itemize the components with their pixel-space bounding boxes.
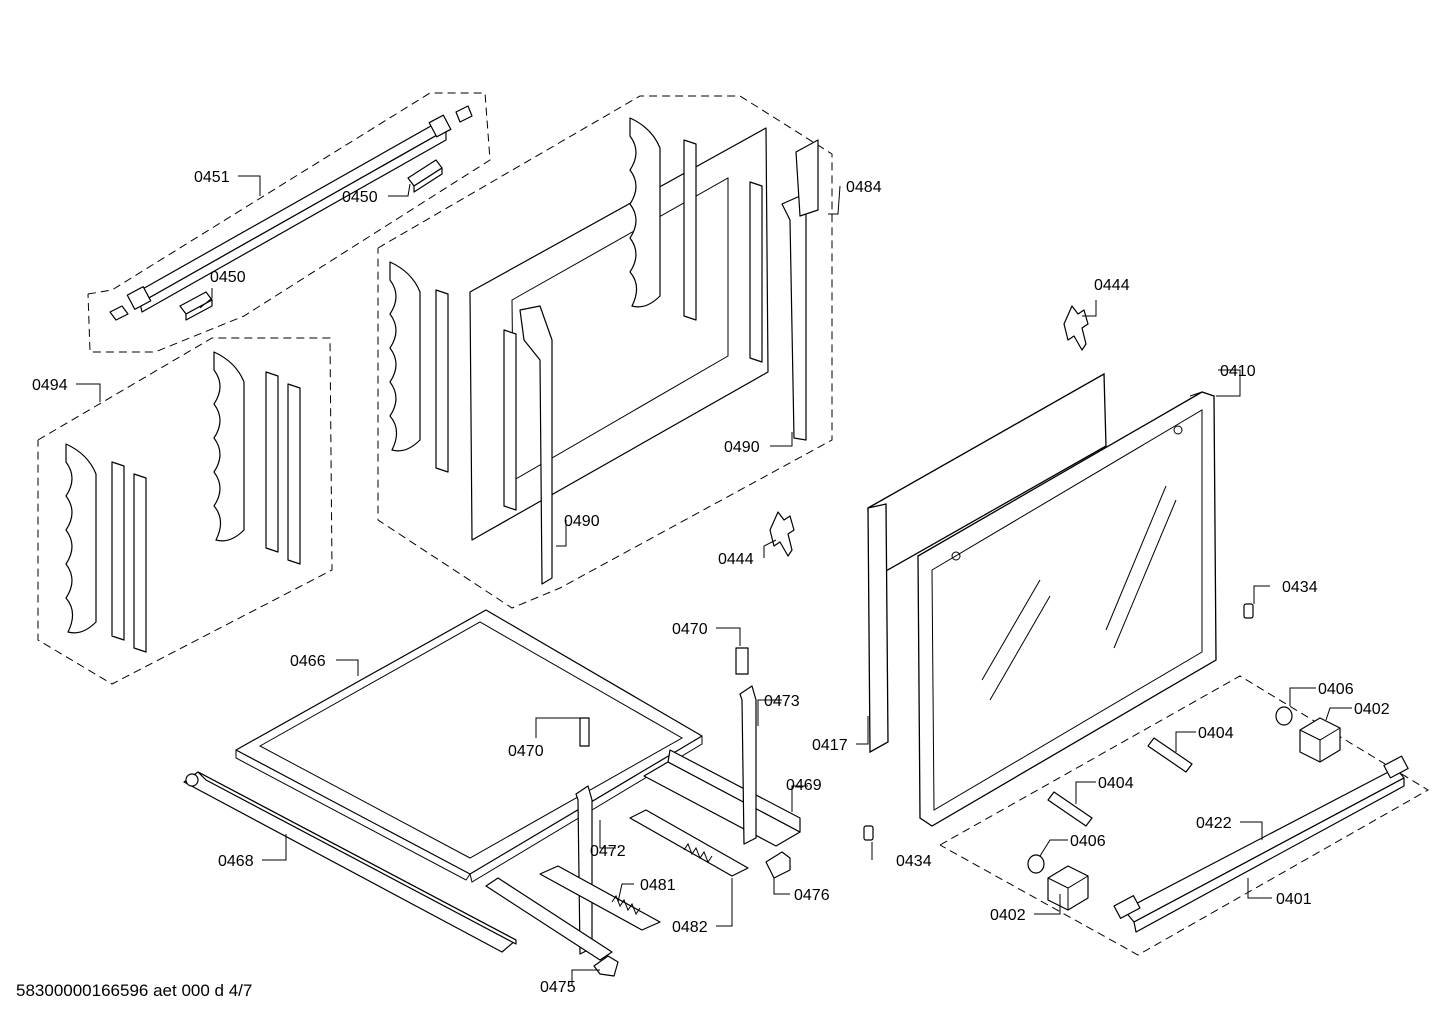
leader-lines [76, 175, 1352, 986]
callout-0470: 0470 [508, 743, 544, 760]
callout-0475: 0475 [540, 979, 576, 996]
callout-0450: 0450 [342, 189, 378, 206]
document-id: 58300000166596 aet 000 d 4/7 [16, 981, 253, 1000]
callout-0482: 0482 [672, 919, 708, 936]
hinge-arm-0473 [739, 685, 757, 845]
callout-0473: 0473 [764, 693, 800, 710]
callout-0402: 0402 [990, 907, 1026, 924]
callout-0468: 0468 [218, 853, 254, 870]
callout-0490: 0490 [564, 513, 600, 530]
handle-mount-0402-upper [1299, 717, 1341, 763]
spacer-0450-upper [407, 159, 443, 193]
callout-0434: 0434 [896, 853, 932, 870]
callout-labels: 0451 0450 0450 0484 0494 0490 0490 0444 … [32, 169, 1390, 996]
bushing-0406-lower [1027, 854, 1045, 874]
callout-0451: 0451 [194, 169, 230, 186]
callout-0401: 0401 [1276, 891, 1312, 908]
inner-door-frame-0484 [389, 117, 819, 585]
inner-glass-pane-0417 [867, 372, 1107, 754]
callout-0402: 0402 [1354, 701, 1390, 718]
door-handle-0422 [1113, 755, 1409, 933]
bracket-0476 [765, 851, 791, 879]
callout-0490: 0490 [724, 439, 760, 456]
group-box-0451 [87, 92, 491, 353]
callout-0484: 0484 [846, 179, 882, 196]
callout-0404: 0404 [1198, 725, 1234, 742]
callout-0406: 0406 [1070, 833, 1106, 850]
outer-glass-pane-0410 [917, 391, 1217, 827]
group-box-0494 [37, 337, 333, 685]
callout-0470: 0470 [672, 621, 708, 638]
plug-0434-left [863, 825, 874, 841]
callout-0472: 0472 [590, 843, 626, 860]
pin-0404-upper [1147, 737, 1193, 773]
callout-0434: 0434 [1282, 579, 1318, 596]
callout-0404: 0404 [1098, 775, 1134, 792]
spacer-0450-lower [179, 291, 213, 321]
rail-0468 [183, 771, 517, 953]
handle-mount-0402-lower [1047, 865, 1089, 911]
callout-0444: 0444 [718, 551, 754, 568]
hinge-spring-0482 [629, 809, 749, 877]
callout-0469: 0469 [786, 777, 822, 794]
callout-0481: 0481 [640, 877, 676, 894]
hinge-spring-0481 [539, 865, 661, 931]
callout-0476: 0476 [794, 887, 830, 904]
callout-0410: 0410 [1220, 363, 1256, 380]
callout-0450: 0450 [210, 269, 246, 286]
group-box-0484 [377, 95, 833, 609]
callout-0417: 0417 [812, 737, 848, 754]
rail-0475 [485, 877, 619, 977]
hinge-plate-0470-upper [735, 647, 749, 675]
callout-0466: 0466 [290, 653, 326, 670]
pin-0404-lower [1047, 791, 1093, 827]
callout-0494: 0494 [32, 377, 68, 394]
hinge-arm-0472 [575, 785, 593, 955]
callout-0444: 0444 [1094, 277, 1130, 294]
side-bracket-set-0494 [65, 351, 301, 653]
clip-0444-upper [1063, 305, 1089, 351]
group-box-0401 [939, 675, 1429, 956]
callout-0422: 0422 [1196, 815, 1232, 832]
clip-0444-lower [769, 511, 795, 557]
handle-rail-0451 [109, 105, 473, 321]
callout-0406: 0406 [1318, 681, 1354, 698]
plug-0434-right [1243, 603, 1254, 619]
bushing-0406-upper [1275, 706, 1293, 726]
